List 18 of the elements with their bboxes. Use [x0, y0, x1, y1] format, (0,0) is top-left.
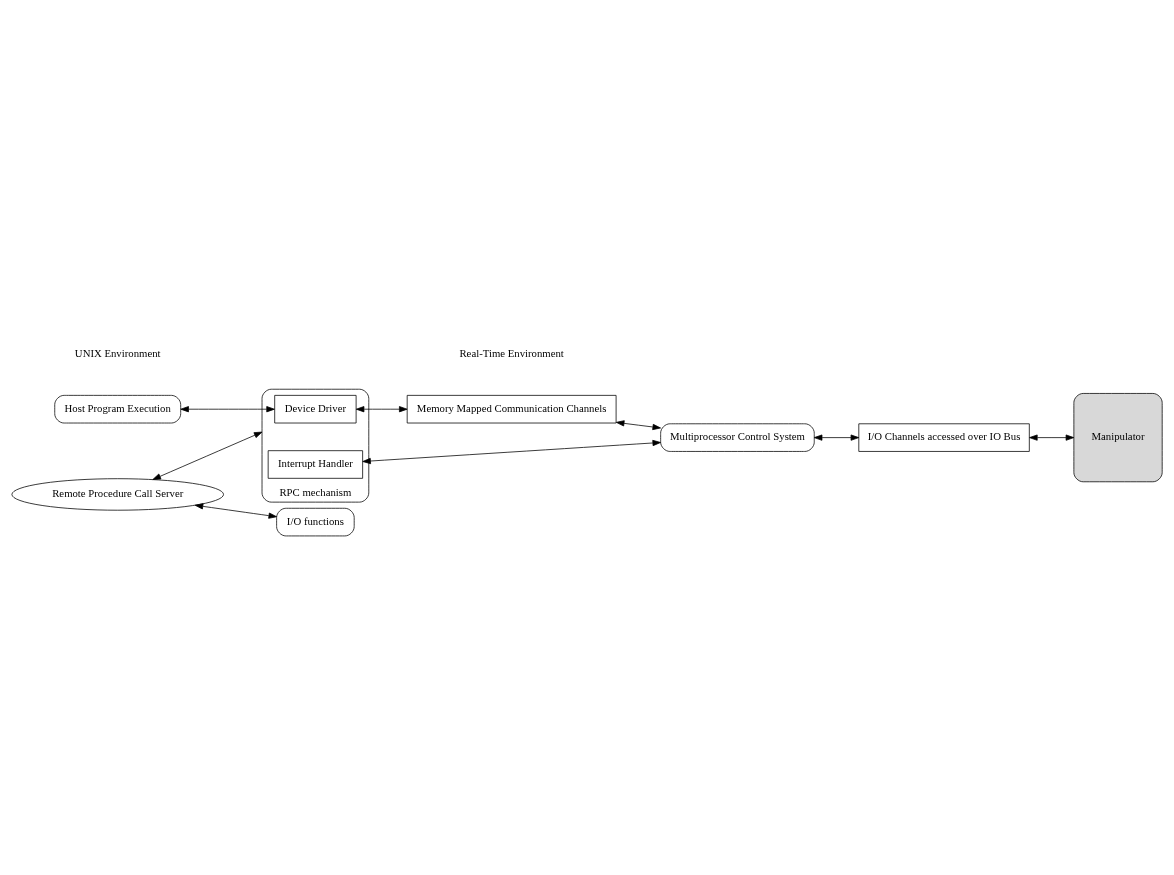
arrow: [1029, 434, 1075, 441]
node-box: Interrupt Handler: [267, 449, 364, 479]
label: Real-Time Environment: [459, 346, 564, 359]
arrow: [615, 419, 661, 430]
node-box: Memory Mapped Communication Channels: [406, 394, 617, 423]
arrow: [355, 405, 408, 412]
arrow: [180, 405, 275, 412]
node-box: Device Driver: [274, 394, 357, 423]
arrow: [194, 502, 277, 519]
arrow: [362, 439, 661, 464]
arrow: [152, 431, 263, 480]
node-box: I/O Channels accessed over IO Bus: [858, 422, 1030, 452]
node-box: I/O functions: [276, 507, 355, 536]
node-box: Host Program Execution: [54, 394, 182, 423]
node-box: Manipulator: [1073, 392, 1163, 482]
node-box: Multiprocessor Control System: [660, 422, 815, 452]
label: UNIX Environment: [74, 346, 161, 359]
arrow: [813, 434, 860, 441]
